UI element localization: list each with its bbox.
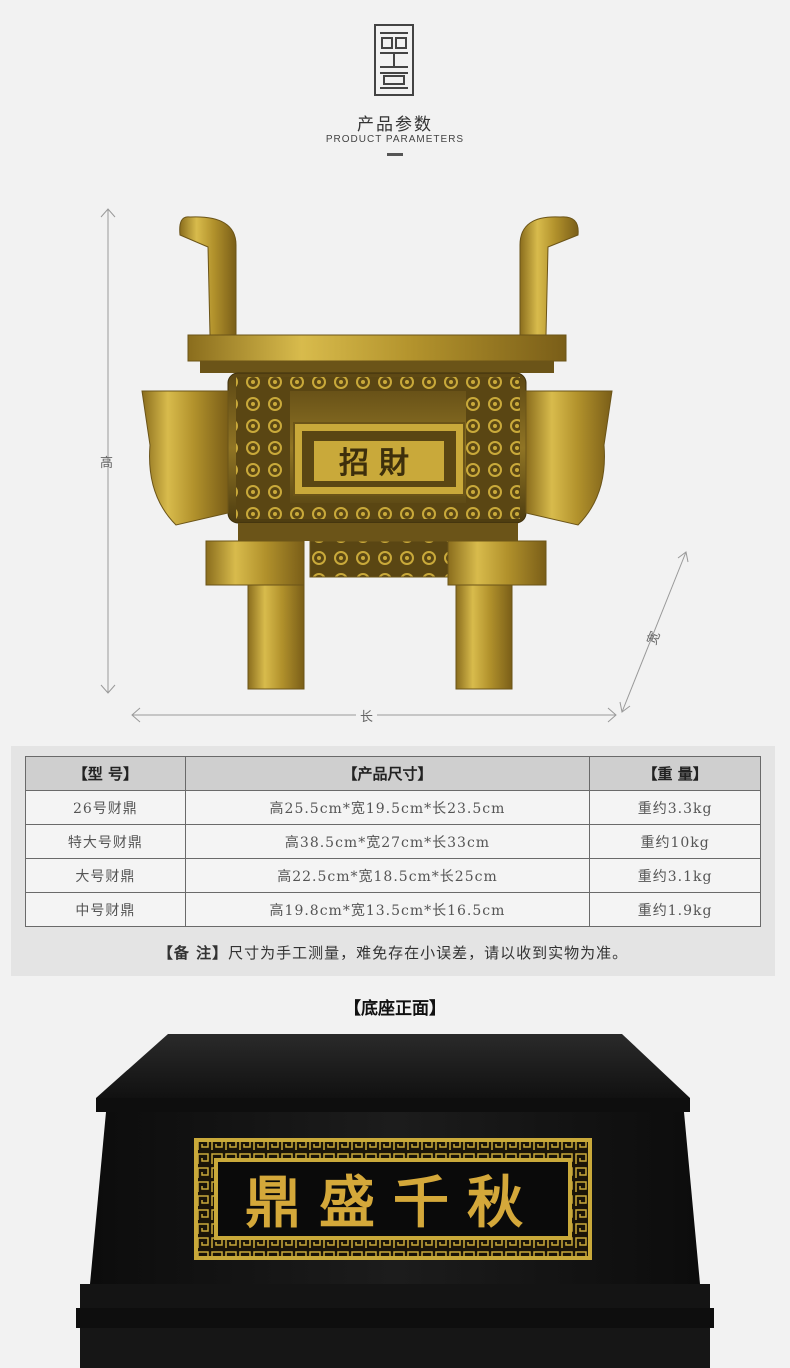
cell-weight: 重约1.9kg: [589, 892, 761, 927]
cell-model: 大号财鼎: [25, 858, 186, 893]
cell-model: 特大号财鼎: [25, 824, 186, 859]
section-title: 产品参数: [357, 115, 433, 135]
table-row: 26号财鼎 高25.5cm*宽19.5cm*长23.5cm 重约3.3kg: [25, 790, 761, 825]
cell-weight: 重约3.1kg: [589, 858, 761, 893]
remark-text: 尺寸为手工测量，难免存在小误差，请以收到实物为准。: [228, 944, 629, 962]
cell-model: 中号财鼎: [25, 892, 186, 927]
height-label: 高: [100, 456, 114, 471]
cell-size: 高25.5cm*宽19.5cm*长23.5cm: [184, 790, 591, 825]
spec-table: 【型 号】 【产品尺寸】 【重 量】 26号财鼎 高25.5cm*宽19.5cm…: [25, 756, 761, 927]
spec-block: 【型 号】 【产品尺寸】 【重 量】 26号财鼎 高25.5cm*宽19.5cm…: [11, 746, 775, 976]
base-caption: 【底座正面】: [344, 999, 446, 1019]
table-header-row: 【型 号】 【产品尺寸】 【重 量】: [25, 756, 761, 791]
ding-plaque-text: 招財: [339, 446, 419, 481]
cell-weight: 重约10kg: [589, 824, 761, 859]
table-row: 特大号财鼎 高38.5cm*宽27cm*长33cm 重约10kg: [25, 824, 761, 859]
cell-size: 高38.5cm*宽27cm*长33cm: [184, 824, 591, 859]
seal-logo-icon: [374, 24, 414, 96]
dimension-diagram: 招財: [100, 208, 689, 723]
width-arrow: [621, 551, 687, 713]
header-weight: 【重 量】: [589, 756, 761, 791]
base-plaque-text: 鼎盛千秋: [245, 1170, 541, 1236]
length-label: 长: [356, 706, 378, 725]
cell-weight: 重约3.3kg: [589, 790, 761, 825]
cell-model: 26号财鼎: [25, 790, 186, 825]
base-stand-image: 鼎盛千秋: [76, 1034, 714, 1368]
remark-label: 【备 注】: [157, 944, 229, 962]
header-model: 【型 号】: [25, 756, 186, 791]
section-subtitle: PRODUCT PARAMETERS: [325, 134, 465, 145]
header-size: 【产品尺寸】: [184, 756, 591, 791]
table-row: 大号财鼎 高22.5cm*宽18.5cm*长25cm 重约3.1kg: [25, 858, 761, 893]
ding-legs: [205, 540, 547, 690]
cell-size: 高19.8cm*宽13.5cm*长16.5cm: [184, 892, 591, 927]
ding-right-ear: [525, 390, 613, 526]
cell-size: 高22.5cm*宽18.5cm*长25cm: [184, 858, 591, 893]
base-top: [96, 1034, 690, 1098]
ding-handles: [179, 216, 579, 336]
remark: 【备 注】尺寸为手工测量，难免存在小误差，请以收到实物为准。: [11, 942, 775, 963]
title-divider: [387, 153, 403, 156]
ding-left-ear: [141, 390, 229, 526]
table-row: 中号财鼎 高19.8cm*宽13.5cm*长16.5cm 重约1.9kg: [25, 892, 761, 927]
ding-rim: [187, 334, 567, 362]
